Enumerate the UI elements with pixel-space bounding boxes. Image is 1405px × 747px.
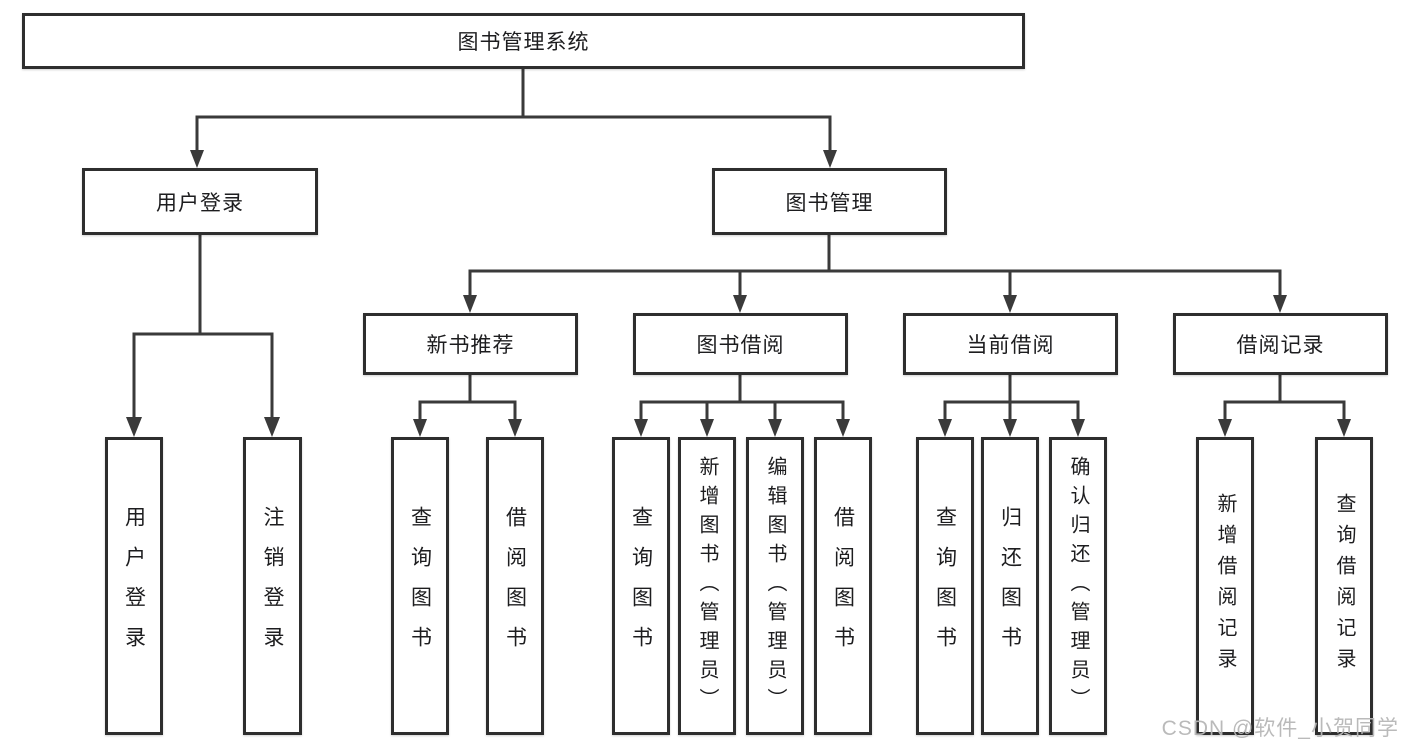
- node-label: 当前借阅: [966, 334, 1055, 357]
- node-label: 借阅记录: [1236, 334, 1325, 357]
- leaf-query-book-borrow: 查询图书: [612, 437, 670, 735]
- node-book-borrow: 图书借阅: [633, 313, 848, 375]
- node-label: 图书借阅: [696, 334, 785, 357]
- node-label: 新书推荐: [426, 334, 515, 357]
- leaf-label: 新增借阅记录: [1214, 493, 1236, 679]
- leaf-query-book-recommend: 查询图书: [391, 437, 449, 735]
- node-user-login: 用户登录: [82, 168, 318, 235]
- leaf-label: 新增图书（管理员）: [696, 455, 718, 717]
- node-current-borrow: 当前借阅: [903, 313, 1118, 375]
- node-label: 用户登录: [156, 191, 244, 215]
- leaf-label: 用户登录: [122, 506, 146, 666]
- leaf-return-book: 归还图书: [981, 437, 1039, 735]
- leaf-label: 借阅图书: [503, 506, 527, 666]
- node-library-management-system: 图书管理系统: [22, 13, 1025, 69]
- leaf-query-borrow-record: 查询借阅记录: [1315, 437, 1373, 735]
- csdn-watermark: CSDN @软件_小贺同学: [1161, 717, 1399, 740]
- leaf-logout: 注销登录: [243, 437, 302, 735]
- leaf-label: 查询借阅记录: [1333, 493, 1355, 679]
- node-book-management: 图书管理: [712, 168, 947, 235]
- leaf-query-book-current: 查询图书: [916, 437, 974, 735]
- leaf-edit-book-admin: 编辑图书（管理员）: [746, 437, 804, 735]
- leaf-borrow-book: 借阅图书: [814, 437, 872, 735]
- node-new-book-recommend: 新书推荐: [363, 313, 578, 375]
- node-borrow-record: 借阅记录: [1173, 313, 1388, 375]
- leaf-add-book-admin: 新增图书（管理员）: [678, 437, 736, 735]
- leaf-user-login: 用户登录: [105, 437, 163, 735]
- leaf-label: 归还图书: [998, 506, 1022, 666]
- leaf-label: 查询图书: [629, 506, 653, 666]
- leaf-label: 确认归还（管理员）: [1067, 455, 1089, 717]
- leaf-label: 查询图书: [933, 506, 957, 666]
- node-label: 图书管理: [785, 191, 874, 215]
- leaf-confirm-return-admin: 确认归还（管理员）: [1049, 437, 1107, 735]
- leaf-add-borrow-record: 新增借阅记录: [1196, 437, 1254, 735]
- leaf-label: 借阅图书: [831, 506, 855, 666]
- leaf-label: 注销登录: [261, 506, 284, 666]
- leaf-label: 编辑图书（管理员）: [764, 455, 786, 717]
- leaf-borrow-book-recommend: 借阅图书: [486, 437, 544, 735]
- leaf-label: 查询图书: [408, 506, 432, 666]
- node-label: 图书管理系统: [457, 31, 590, 54]
